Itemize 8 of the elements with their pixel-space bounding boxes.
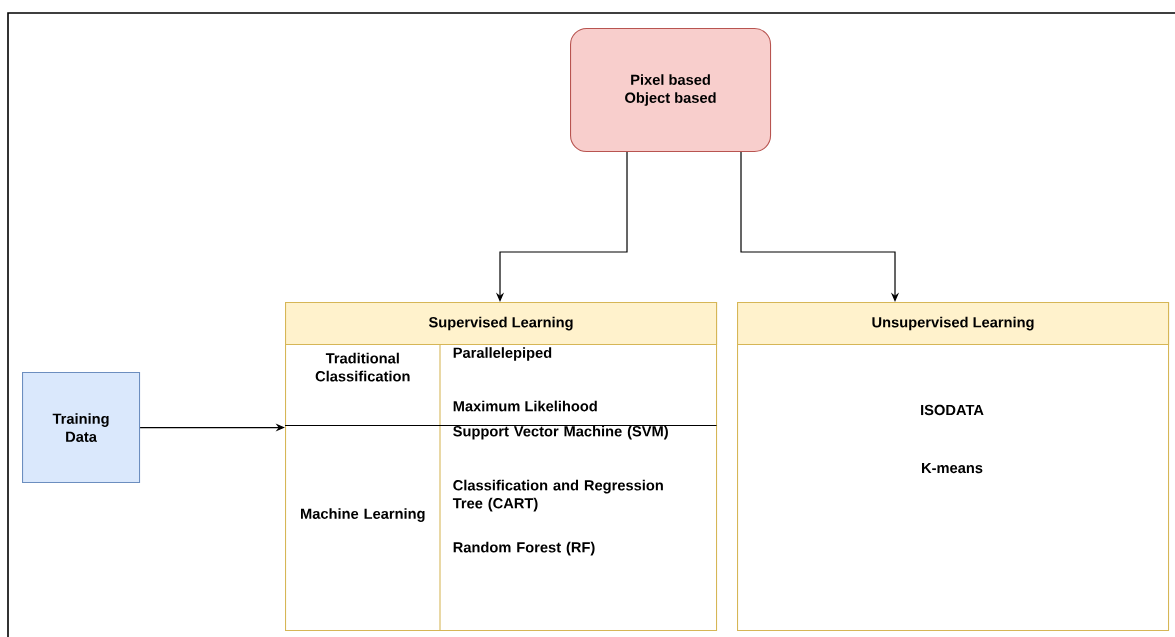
group-label: Machine Learning [301,508,425,522]
method-list: Parallelepiped Maximum Likelihood [453,347,597,412]
method-box: Pixel based Object based [570,28,772,153]
category-panel: Unsupervised Learning ISODATA K-means [737,302,1170,632]
input-box: Training Data [22,372,141,484]
group-label: Traditional Classification [315,352,410,382]
method-list: Support Vector Machine (SVM) Classification and Regression Tree (CART) Random Forest (RF) [452,425,668,556]
arrow [740,151,900,302]
